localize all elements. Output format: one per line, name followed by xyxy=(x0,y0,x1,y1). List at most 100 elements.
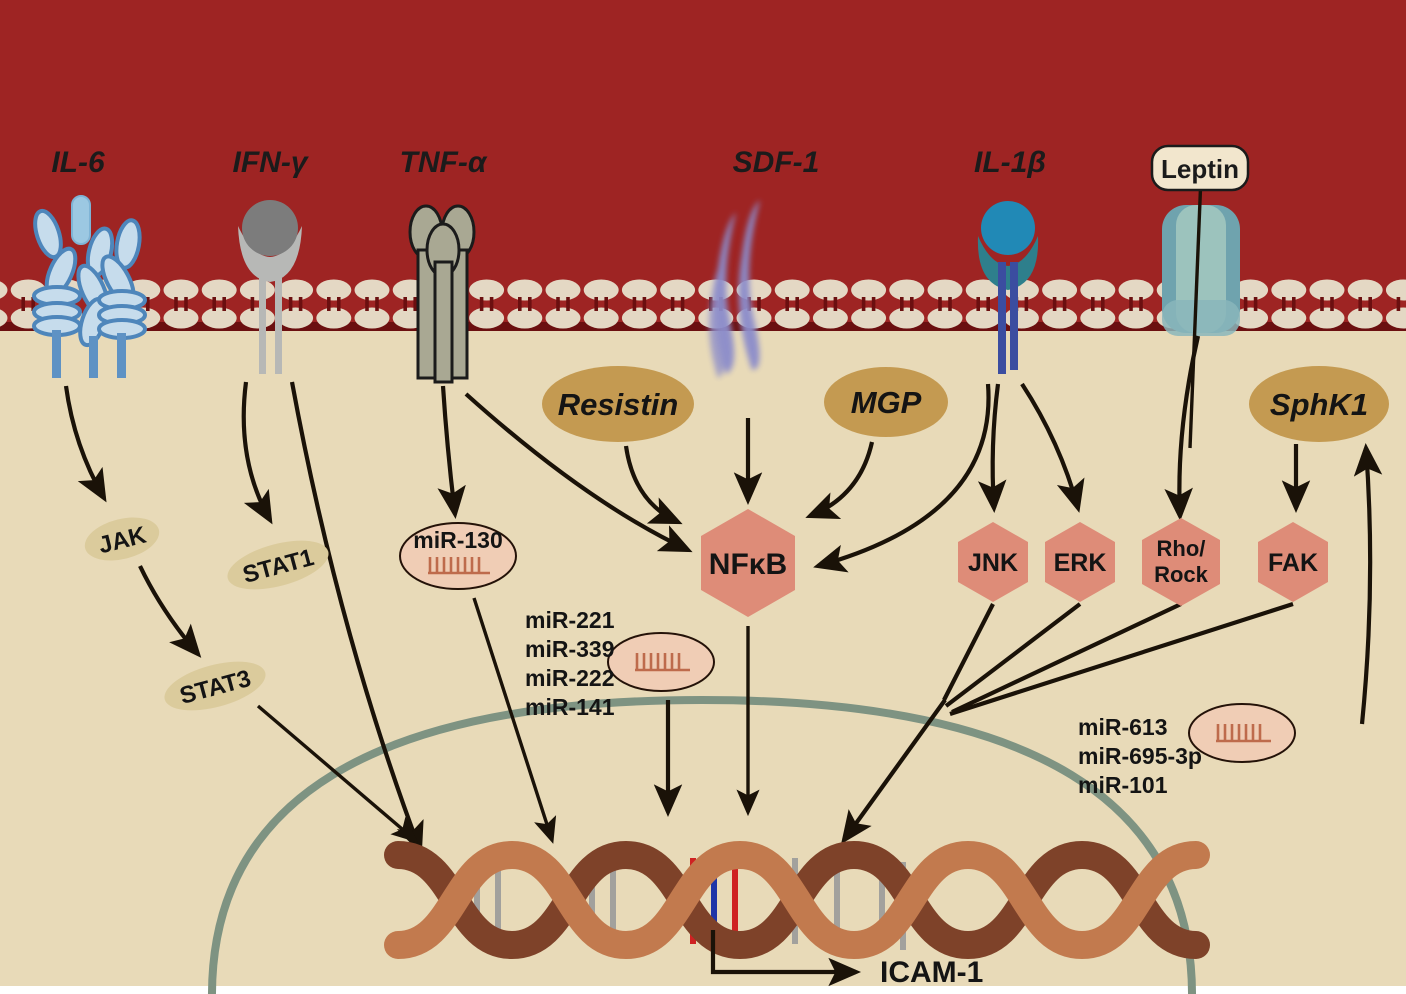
oval-label: Resistin xyxy=(558,387,679,422)
membrane-head xyxy=(278,307,314,329)
membrane-tail xyxy=(1091,297,1095,311)
mirna-oval-mir130[interactable]: miR-130 xyxy=(399,522,517,590)
hexagon-jnk[interactable]: JNK xyxy=(958,522,1028,602)
ligand-label-leptin: Leptin xyxy=(1161,154,1239,184)
membrane-head xyxy=(927,307,963,329)
membrane-head xyxy=(812,307,848,329)
membrane-tail xyxy=(327,297,331,311)
membrane-head xyxy=(1233,279,1269,301)
membrane-tail xyxy=(174,297,178,311)
membrane-head xyxy=(469,279,505,301)
membrane-head xyxy=(1233,307,1269,329)
membrane-tail xyxy=(222,297,226,311)
membrane-head xyxy=(621,279,657,301)
membrane-tail xyxy=(1368,297,1372,311)
mirna-hairpin-icon xyxy=(428,557,490,575)
membrane-head xyxy=(774,307,810,329)
mirna-oval-right[interactable] xyxy=(1188,703,1296,763)
membrane-head xyxy=(316,279,352,301)
membrane-tail xyxy=(31,297,35,311)
membrane-tail xyxy=(298,297,303,311)
ligand-labels: IL-6 IFN-γ TNF-α SDF-1 IL-1β xyxy=(51,146,1046,179)
membrane-head xyxy=(583,307,619,329)
membrane-tail xyxy=(413,297,417,311)
membrane-tail xyxy=(1330,297,1334,311)
nuclear-envelope xyxy=(208,695,1196,994)
membrane-tail xyxy=(1139,297,1143,311)
membrane-tail xyxy=(670,297,675,311)
membrane-head xyxy=(1003,307,1039,329)
membrane-head xyxy=(889,307,925,329)
hexagon-label-line2: Rock xyxy=(1154,562,1209,587)
membrane-head xyxy=(239,307,275,329)
membrane-head xyxy=(201,307,237,329)
membrane-head xyxy=(507,279,543,301)
hexagon-rho-rock[interactable]: Rho/ Rock xyxy=(1142,518,1220,606)
leptin-label-box[interactable]: Leptin xyxy=(1150,144,1250,449)
membrane-tail xyxy=(986,297,990,311)
membrane-head xyxy=(507,307,543,329)
membrane-tail xyxy=(337,297,341,311)
membrane-head xyxy=(278,279,314,301)
membrane-head xyxy=(1080,307,1116,329)
oval-jak[interactable]: JAK xyxy=(80,510,163,567)
membrane-tail xyxy=(146,297,150,311)
membrane-head xyxy=(201,279,237,301)
oval-label: SphK1 xyxy=(1270,387,1368,422)
membrane-head xyxy=(774,279,810,301)
membrane-tail xyxy=(823,297,828,311)
hexagon-nfkb[interactable]: NFκB xyxy=(701,509,795,617)
hexagon-erk[interactable]: ERK xyxy=(1045,522,1115,602)
mirna-label: miR-130 xyxy=(413,527,502,553)
membrane-head xyxy=(851,279,887,301)
membrane-head xyxy=(1271,307,1307,329)
membrane-head xyxy=(354,279,390,301)
membrane-head xyxy=(1080,279,1116,301)
oval-sphk1[interactable]: SphK1 xyxy=(1249,366,1389,442)
membrane-tail xyxy=(365,297,369,311)
membrane-head xyxy=(851,307,887,329)
membrane-head xyxy=(889,279,925,301)
membrane-head xyxy=(927,279,963,301)
ligand-label-il1b: IL-1β xyxy=(974,146,1046,179)
ligand-label-ifng: IFN-γ xyxy=(233,146,310,179)
oval-stat3[interactable]: STAT3 xyxy=(159,652,270,719)
membrane-tail xyxy=(1282,297,1286,311)
membrane-head xyxy=(621,307,657,329)
mirna-list-item: miR-141 xyxy=(525,694,615,720)
membrane-tail xyxy=(632,297,637,311)
membrane-tail xyxy=(900,297,904,311)
membrane-tail xyxy=(479,297,484,311)
membrane-tail xyxy=(1101,297,1105,311)
membrane-head xyxy=(545,279,581,301)
membrane-head xyxy=(163,279,199,301)
membrane-tail xyxy=(795,297,799,311)
oval-mgp[interactable]: MGP xyxy=(824,367,948,437)
ligand-label-tnfa: TNF-α xyxy=(400,146,488,179)
hexagon-label: JNK xyxy=(968,549,1018,577)
membrane-tail xyxy=(489,297,494,311)
membrane-tail xyxy=(1358,297,1362,311)
membrane-tail xyxy=(556,297,560,311)
cxcr4-icon xyxy=(709,200,760,378)
membrane-head xyxy=(1042,307,1078,329)
hexagon-label-line1: Rho/ xyxy=(1157,536,1206,561)
hexagon-label: ERK xyxy=(1054,549,1107,577)
membrane-tail xyxy=(212,297,216,311)
membrane-head xyxy=(239,279,275,301)
gene-label: ICAM-1 xyxy=(880,956,983,989)
il1r-icon xyxy=(977,201,1039,374)
membrane-tail xyxy=(871,297,876,311)
oval-resistin[interactable]: Resistin xyxy=(542,366,694,442)
kinase-hexagons: NFκB JNK ERK Rho/ Rock FAK xyxy=(701,509,1328,617)
membrane-tail xyxy=(1292,297,1296,311)
hexagon-fak[interactable]: FAK xyxy=(1258,522,1328,602)
membrane-tail xyxy=(566,297,570,311)
membrane-head xyxy=(812,279,848,301)
membrane-head xyxy=(0,309,8,327)
membrane-tail xyxy=(518,297,522,311)
mirna-oval-mid[interactable] xyxy=(607,632,715,692)
membrane-head xyxy=(1309,307,1345,329)
membrane-tail xyxy=(833,297,838,311)
membrane-head xyxy=(1385,307,1406,329)
